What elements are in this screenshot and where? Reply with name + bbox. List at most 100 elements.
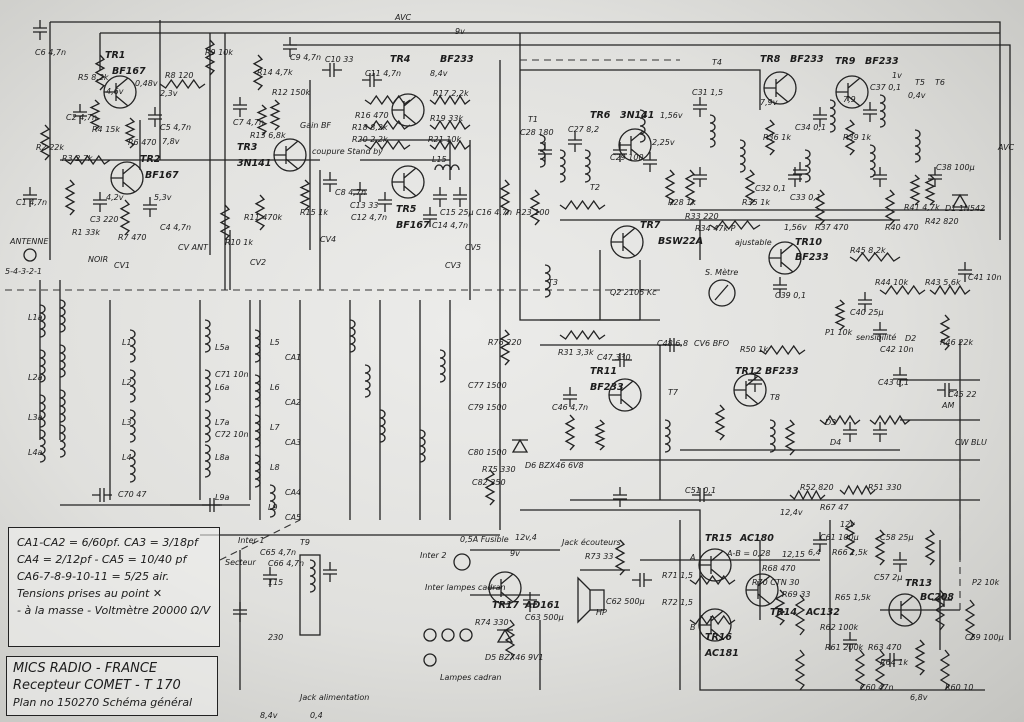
component-label: C66 4,7n <box>268 559 304 568</box>
capacitor-symbol <box>378 192 392 212</box>
antenna-connector-icon <box>23 248 37 262</box>
transistor-type: BSW22A <box>658 236 703 247</box>
component-label: L5a <box>215 343 230 352</box>
resistor-symbol <box>64 179 76 216</box>
transformer-t9 <box>299 554 321 636</box>
diode-icon <box>951 193 969 208</box>
capacitor-symbol <box>433 187 447 207</box>
component-label: C5 4,7n <box>160 123 191 132</box>
resistor-symbol <box>784 419 796 456</box>
component-label: C7 4,7n <box>233 118 264 127</box>
component-label: C41 10n <box>968 273 1002 282</box>
inductor-symbol <box>559 149 566 183</box>
capacitor-symbol <box>873 167 887 187</box>
component-label: S. Mètre <box>705 267 738 277</box>
component-label: Inter lampes cadran <box>425 583 506 592</box>
speaker-cone <box>577 576 591 624</box>
component-label: 12v,4 <box>515 533 537 542</box>
component-label: R1 33k <box>72 228 100 237</box>
transistor-ref: TR13 <box>905 578 932 589</box>
component-label: A <box>689 553 695 562</box>
component-label: T4 <box>712 58 722 67</box>
component-label: 12,15 <box>782 550 805 559</box>
capacitor-symbol <box>353 182 367 202</box>
component-label: C61 100µ <box>820 533 859 542</box>
transistor-ref: TR7 <box>640 220 661 231</box>
component-label: 4,2v <box>106 193 124 202</box>
component-label: CA2 <box>285 398 301 407</box>
component-label: L2a <box>28 373 43 382</box>
capacitor-symbol <box>882 653 902 667</box>
component-label: R45 8,2k <box>850 246 886 255</box>
note-line: CA4 = 2/12pf - CA5 = 10/40 pf <box>17 553 187 566</box>
component-label: Gain BF <box>300 121 331 130</box>
component-label: R3 2,7k <box>62 154 93 163</box>
transistor-leads <box>746 575 771 605</box>
component-label: CW BLU <box>955 438 987 447</box>
component-label: 0,4 <box>310 711 323 720</box>
inductor-symbol <box>309 559 316 593</box>
component-label: C58 25µ <box>880 533 914 542</box>
component-label: T6 <box>935 78 945 87</box>
component-label: C39 0,1 <box>775 291 806 300</box>
component-label: sensibilité <box>856 332 896 342</box>
component-label: L1 <box>122 338 132 347</box>
component-label: C15 25µ <box>440 208 474 217</box>
capacitor-symbol <box>858 292 872 312</box>
component-label: R9 10k <box>205 48 233 57</box>
note-line: - à la masse - Voltmètre 20000 Ω/V <box>17 604 211 617</box>
component-label: 0,4v <box>908 91 926 100</box>
component-label: R7 470 <box>118 233 146 242</box>
capacitor-symbol <box>863 102 877 122</box>
resistor-symbol <box>64 154 111 166</box>
inductor-symbol <box>59 424 66 458</box>
component-label: T8 <box>770 393 780 402</box>
resistor-symbol <box>819 414 861 426</box>
transistor-type: 3N141 <box>237 158 271 169</box>
component-label: CV3 <box>445 261 461 270</box>
component-label: P2 10k <box>972 578 1000 587</box>
component-label: C60 47n <box>860 683 894 692</box>
capacitor-symbol <box>73 104 87 124</box>
capacitor-symbol <box>453 187 467 207</box>
s-meter-icon <box>708 279 736 307</box>
component-label: C14 4,7n <box>432 221 468 230</box>
inductor-symbol <box>439 349 446 383</box>
inductor-symbol <box>204 444 211 478</box>
component-label: Secteur <box>225 558 257 567</box>
capacitor-symbol <box>788 167 802 187</box>
capacitor-symbol <box>93 192 107 212</box>
transistor-type: BF167 <box>145 170 179 181</box>
component-label: R41 4,7k <box>904 203 940 212</box>
resistor-symbol <box>884 189 896 226</box>
component-label: C9 4,7n <box>290 53 321 62</box>
capacitor-symbol <box>793 162 807 182</box>
resistor-symbol <box>814 189 826 226</box>
transistor-ref: TR3 <box>237 142 258 153</box>
component-label: L4a <box>28 448 43 457</box>
inductor-symbol <box>254 414 261 448</box>
component-label: R76 220 <box>488 338 522 347</box>
component-label: C16 4,7n <box>476 208 512 217</box>
transistor-type: AC181 <box>704 648 739 659</box>
component-label: C29 100 <box>610 153 644 162</box>
capacitor-symbol <box>693 167 707 187</box>
component-label: C1 4,7n <box>16 198 47 207</box>
component-label: R20 2,2k <box>352 135 388 144</box>
resistor-symbol <box>689 614 736 626</box>
inductor-symbol <box>769 419 776 453</box>
component-label: L9 <box>268 503 278 512</box>
component-label: R13 6,8k <box>250 131 286 140</box>
resistor-symbol <box>364 139 411 151</box>
transistor-type: BF233 <box>790 54 824 65</box>
component-label: R34 47k P <box>695 224 736 233</box>
component-label: R71 1,5 <box>662 571 693 580</box>
resistor-symbol <box>924 174 936 206</box>
component-label: L7a <box>215 418 230 427</box>
component-label: 4,6v <box>106 87 124 96</box>
component-label: C40 25µ <box>850 308 884 317</box>
component-label: R51 330 <box>868 483 902 492</box>
capacitor-symbol <box>928 167 942 187</box>
component-label: C80 1500 <box>468 448 507 457</box>
